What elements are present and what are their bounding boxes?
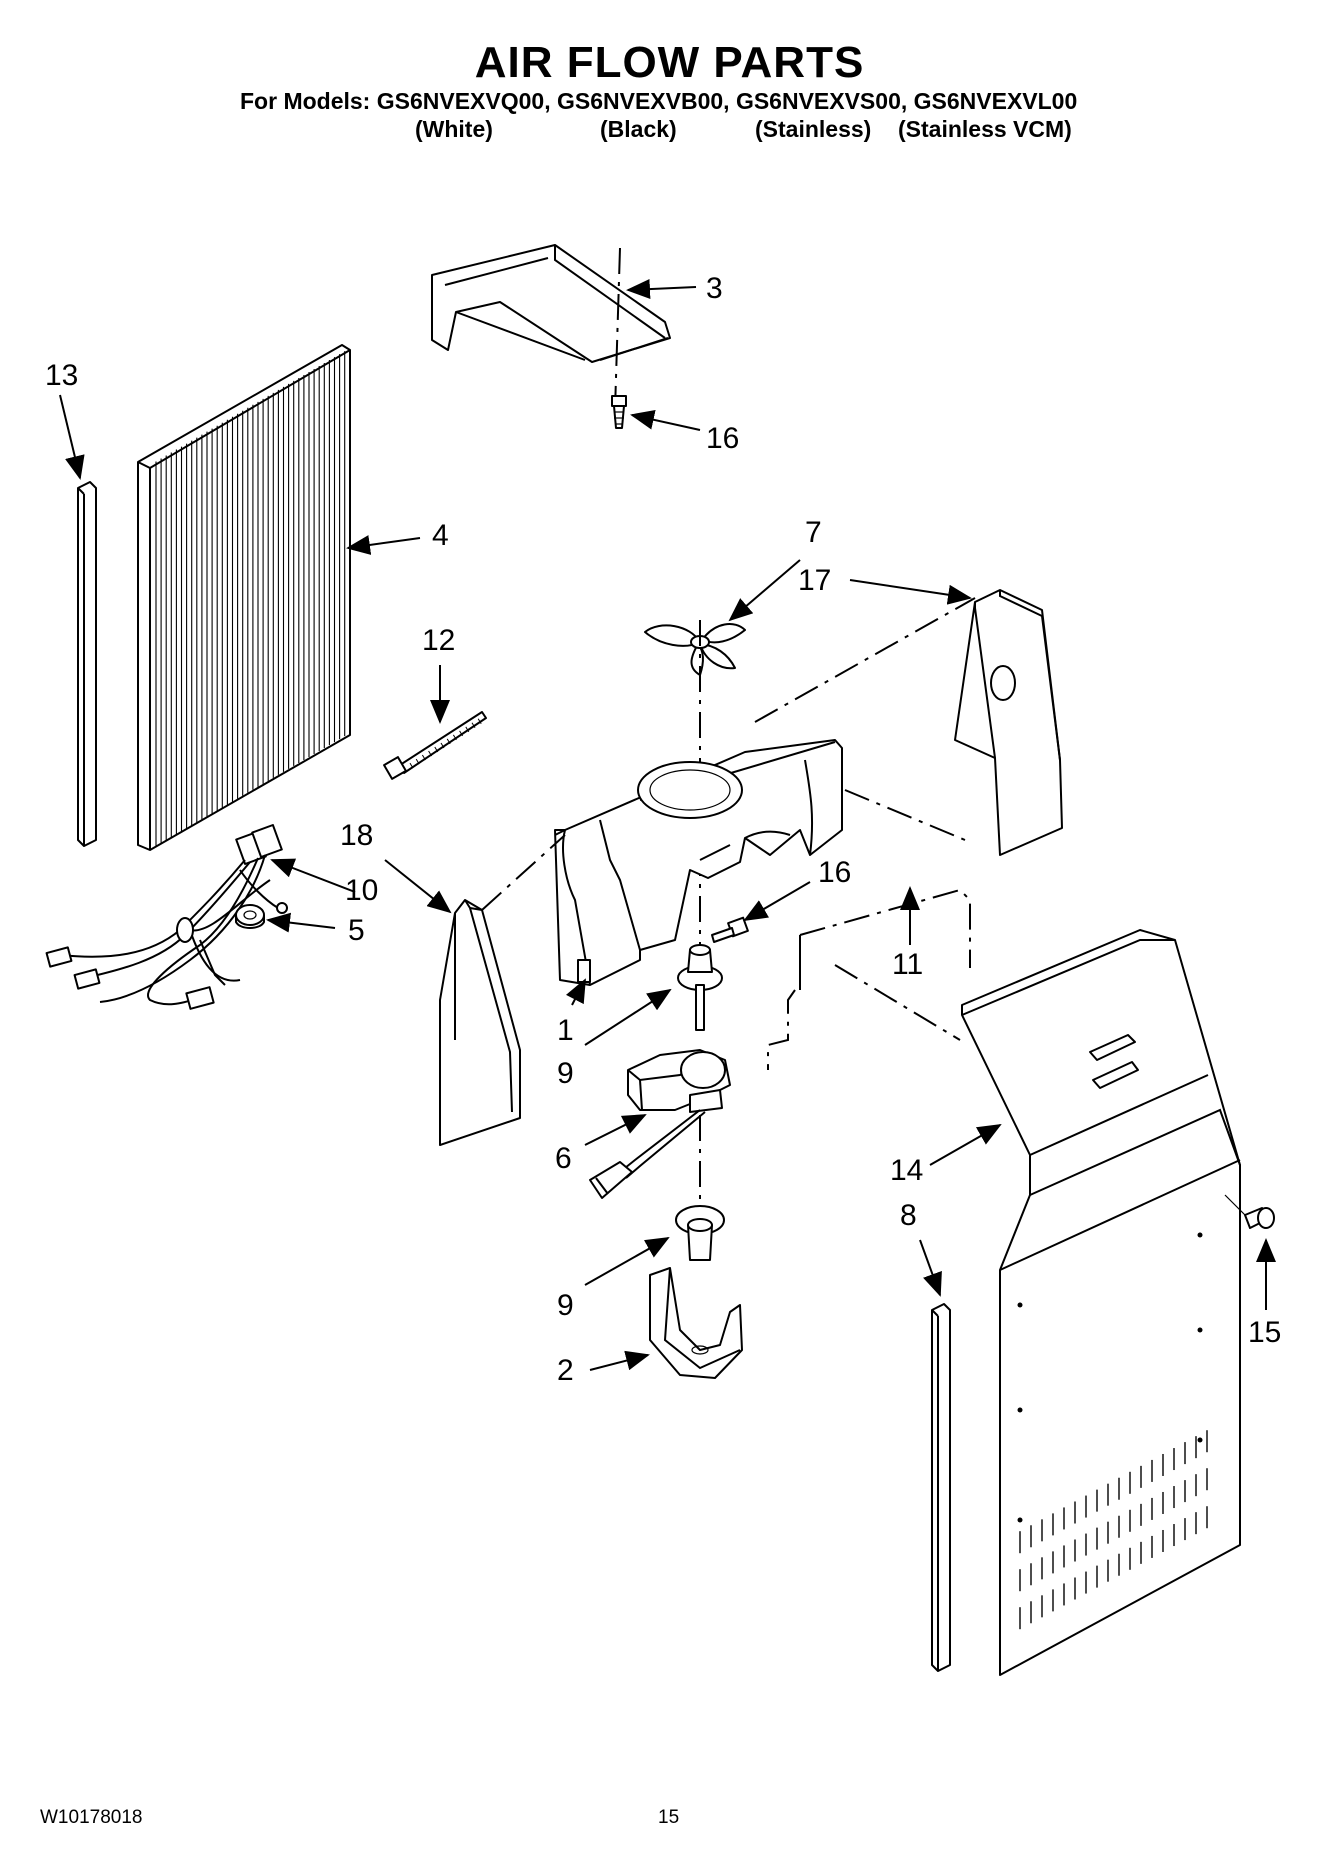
part-10-wire-harness — [45, 824, 288, 1010]
part-4-grille — [137, 344, 351, 851]
callout-4: 4 — [432, 519, 449, 552]
callout-12: 12 — [422, 624, 455, 657]
panel-hole — [1017, 1407, 1023, 1413]
callout-7: 7 — [805, 516, 822, 549]
part-12-cable-tie — [383, 711, 487, 780]
callout-10: 10 — [345, 874, 378, 907]
assembly-guide-lines — [481, 597, 976, 1041]
hatch-line — [459, 730, 464, 737]
part-9-upper-grommet — [677, 944, 723, 991]
callout-5: 5 — [348, 914, 365, 947]
part-11-wire-bracket — [767, 888, 971, 1070]
hatch-line — [421, 754, 426, 761]
part-5-grommet — [235, 904, 265, 929]
part-7-fan-blade — [644, 623, 746, 676]
panel-hole — [1197, 1437, 1203, 1443]
callout-9-lower: 9 — [557, 1289, 574, 1322]
hatch-line — [471, 722, 476, 729]
color-white: (White) — [415, 116, 493, 142]
part-15-screw — [1224, 1194, 1275, 1229]
callout-9-upper: 9 — [557, 1057, 574, 1090]
models-line: For Models: GS6NVEXVQ00, GS6NVEXVB00, GS… — [240, 88, 1078, 114]
panel-hole — [1197, 1327, 1203, 1333]
hatch-line — [434, 746, 439, 753]
page-title: AIR FLOW PARTS — [474, 38, 865, 87]
hatch-line — [409, 762, 414, 769]
part-8-seal-strip — [931, 1303, 951, 1672]
part-17-side-bracket — [954, 589, 1063, 856]
callout-16-mid: 16 — [818, 856, 851, 889]
part-3-cover — [431, 244, 671, 363]
panel-hole — [1017, 1302, 1023, 1308]
callout-6: 6 — [555, 1142, 572, 1175]
hatch-line — [452, 734, 457, 741]
color-stainless-vcm: (Stainless VCM) — [898, 116, 1072, 142]
callout-3: 3 — [706, 272, 723, 305]
callout-16-top: 16 — [706, 422, 739, 455]
callout-17: 17 — [798, 564, 831, 597]
page-number: 15 — [658, 1807, 680, 1828]
color-black: (Black) — [600, 116, 677, 142]
part-3-guide-line — [614, 247, 621, 411]
part-9-lower-grommet — [675, 1205, 725, 1261]
panel-hole — [1197, 1232, 1203, 1238]
hatch-line — [446, 738, 451, 745]
part-16-screw-mid — [711, 916, 749, 943]
hatch-line — [465, 726, 470, 733]
part-1-fan-housing — [554, 739, 843, 986]
part-2-motor-bracket — [649, 1267, 743, 1379]
panel-hole — [1017, 1517, 1023, 1523]
callout-15: 15 — [1248, 1316, 1281, 1349]
leader-arrows — [59, 279, 1276, 1371]
callout-13: 13 — [45, 359, 78, 392]
part-6-fan-motor — [589, 984, 731, 1199]
callout-14: 14 — [890, 1154, 923, 1187]
color-stainless: (Stainless) — [755, 116, 872, 142]
callout-8: 8 — [900, 1199, 917, 1232]
part-13-seal-strip — [77, 481, 97, 847]
hatch-line — [477, 718, 482, 725]
callout-18: 18 — [340, 819, 373, 852]
hatch-line — [428, 750, 433, 757]
hatch-line — [440, 742, 445, 749]
callout-11: 11 — [892, 948, 923, 981]
part-18-side-panel — [439, 899, 521, 1146]
part-14-rear-panel — [961, 929, 1241, 1676]
part-16-screw-top — [611, 395, 627, 429]
hatch-line — [415, 758, 420, 765]
callout-1: 1 — [557, 1014, 574, 1047]
document-number: W10178018 — [40, 1807, 143, 1828]
callout-2: 2 — [557, 1354, 574, 1387]
